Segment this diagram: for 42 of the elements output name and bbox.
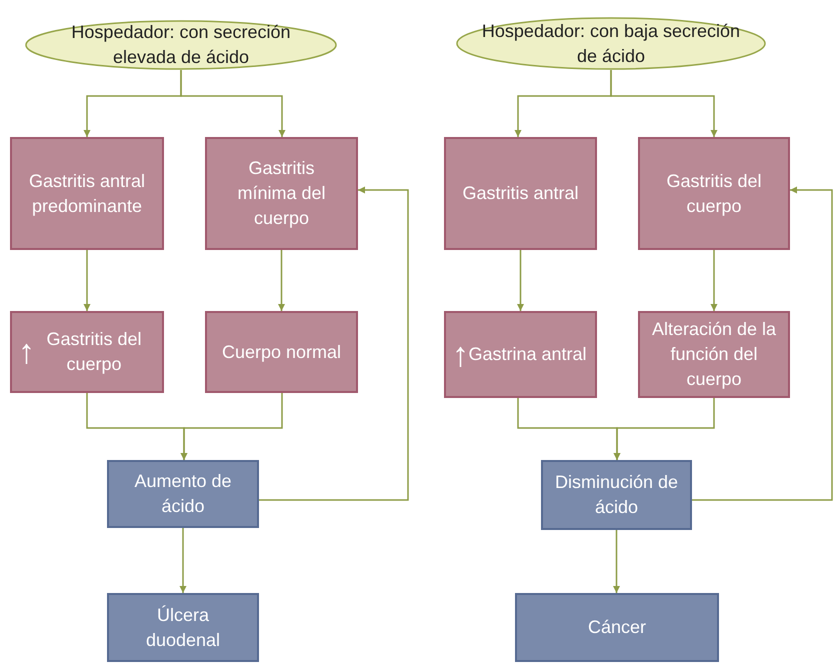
increase-arrow: ↑ xyxy=(18,335,35,369)
node-text: Hospedador: con secreción elevada de ácido xyxy=(70,21,292,69)
node-text: Gastritis antral xyxy=(462,182,579,205)
connector-arrow xyxy=(692,186,833,501)
node-text: Gastrina antral xyxy=(468,343,587,366)
process-box xyxy=(638,137,790,250)
node-text: Cuerpo normal xyxy=(222,340,342,364)
connector-arrow xyxy=(84,250,90,311)
host-ellipse xyxy=(456,17,766,70)
process-box xyxy=(10,137,164,250)
node-text: Gastritis mínima del cuerpo xyxy=(236,157,327,230)
node-text: Gastritis del cuerpo xyxy=(45,328,143,376)
node-text: Hospedador: con baja secreción de ácido xyxy=(480,20,742,68)
host-ellipse xyxy=(25,20,337,70)
node-text: Cáncer xyxy=(588,616,646,639)
process-box xyxy=(10,311,164,393)
outcome-box xyxy=(515,593,719,662)
connector-arrow xyxy=(517,250,524,311)
process-box xyxy=(205,137,358,250)
outcome-box xyxy=(107,460,259,528)
increase-arrow: ↑ xyxy=(452,338,469,372)
connector-arrow xyxy=(710,250,718,311)
connector-arrow xyxy=(278,250,285,311)
outcome-box xyxy=(541,460,692,530)
connector-arrow xyxy=(614,398,715,460)
node-text: Gastritis del cuerpo xyxy=(665,170,763,218)
outcome-box xyxy=(107,593,259,662)
connector-arrow xyxy=(180,70,286,137)
process-box xyxy=(444,137,597,250)
node-text: Disminución de ácido xyxy=(554,471,680,519)
connector-arrow xyxy=(613,530,620,593)
connector-arrow xyxy=(610,70,718,137)
node-text: Alteración de la función del cuerpo xyxy=(650,318,778,391)
node-text: Aumento de ácido xyxy=(133,470,233,518)
node-text: Gastritis antral predominante xyxy=(28,170,146,218)
connector-arrow xyxy=(259,186,409,501)
process-box xyxy=(638,311,790,398)
connector-arrow xyxy=(180,393,283,460)
connector-arrow xyxy=(180,528,186,593)
node-text: Úlcera duodenal xyxy=(144,604,222,652)
process-box xyxy=(444,311,597,398)
process-box xyxy=(205,311,358,393)
